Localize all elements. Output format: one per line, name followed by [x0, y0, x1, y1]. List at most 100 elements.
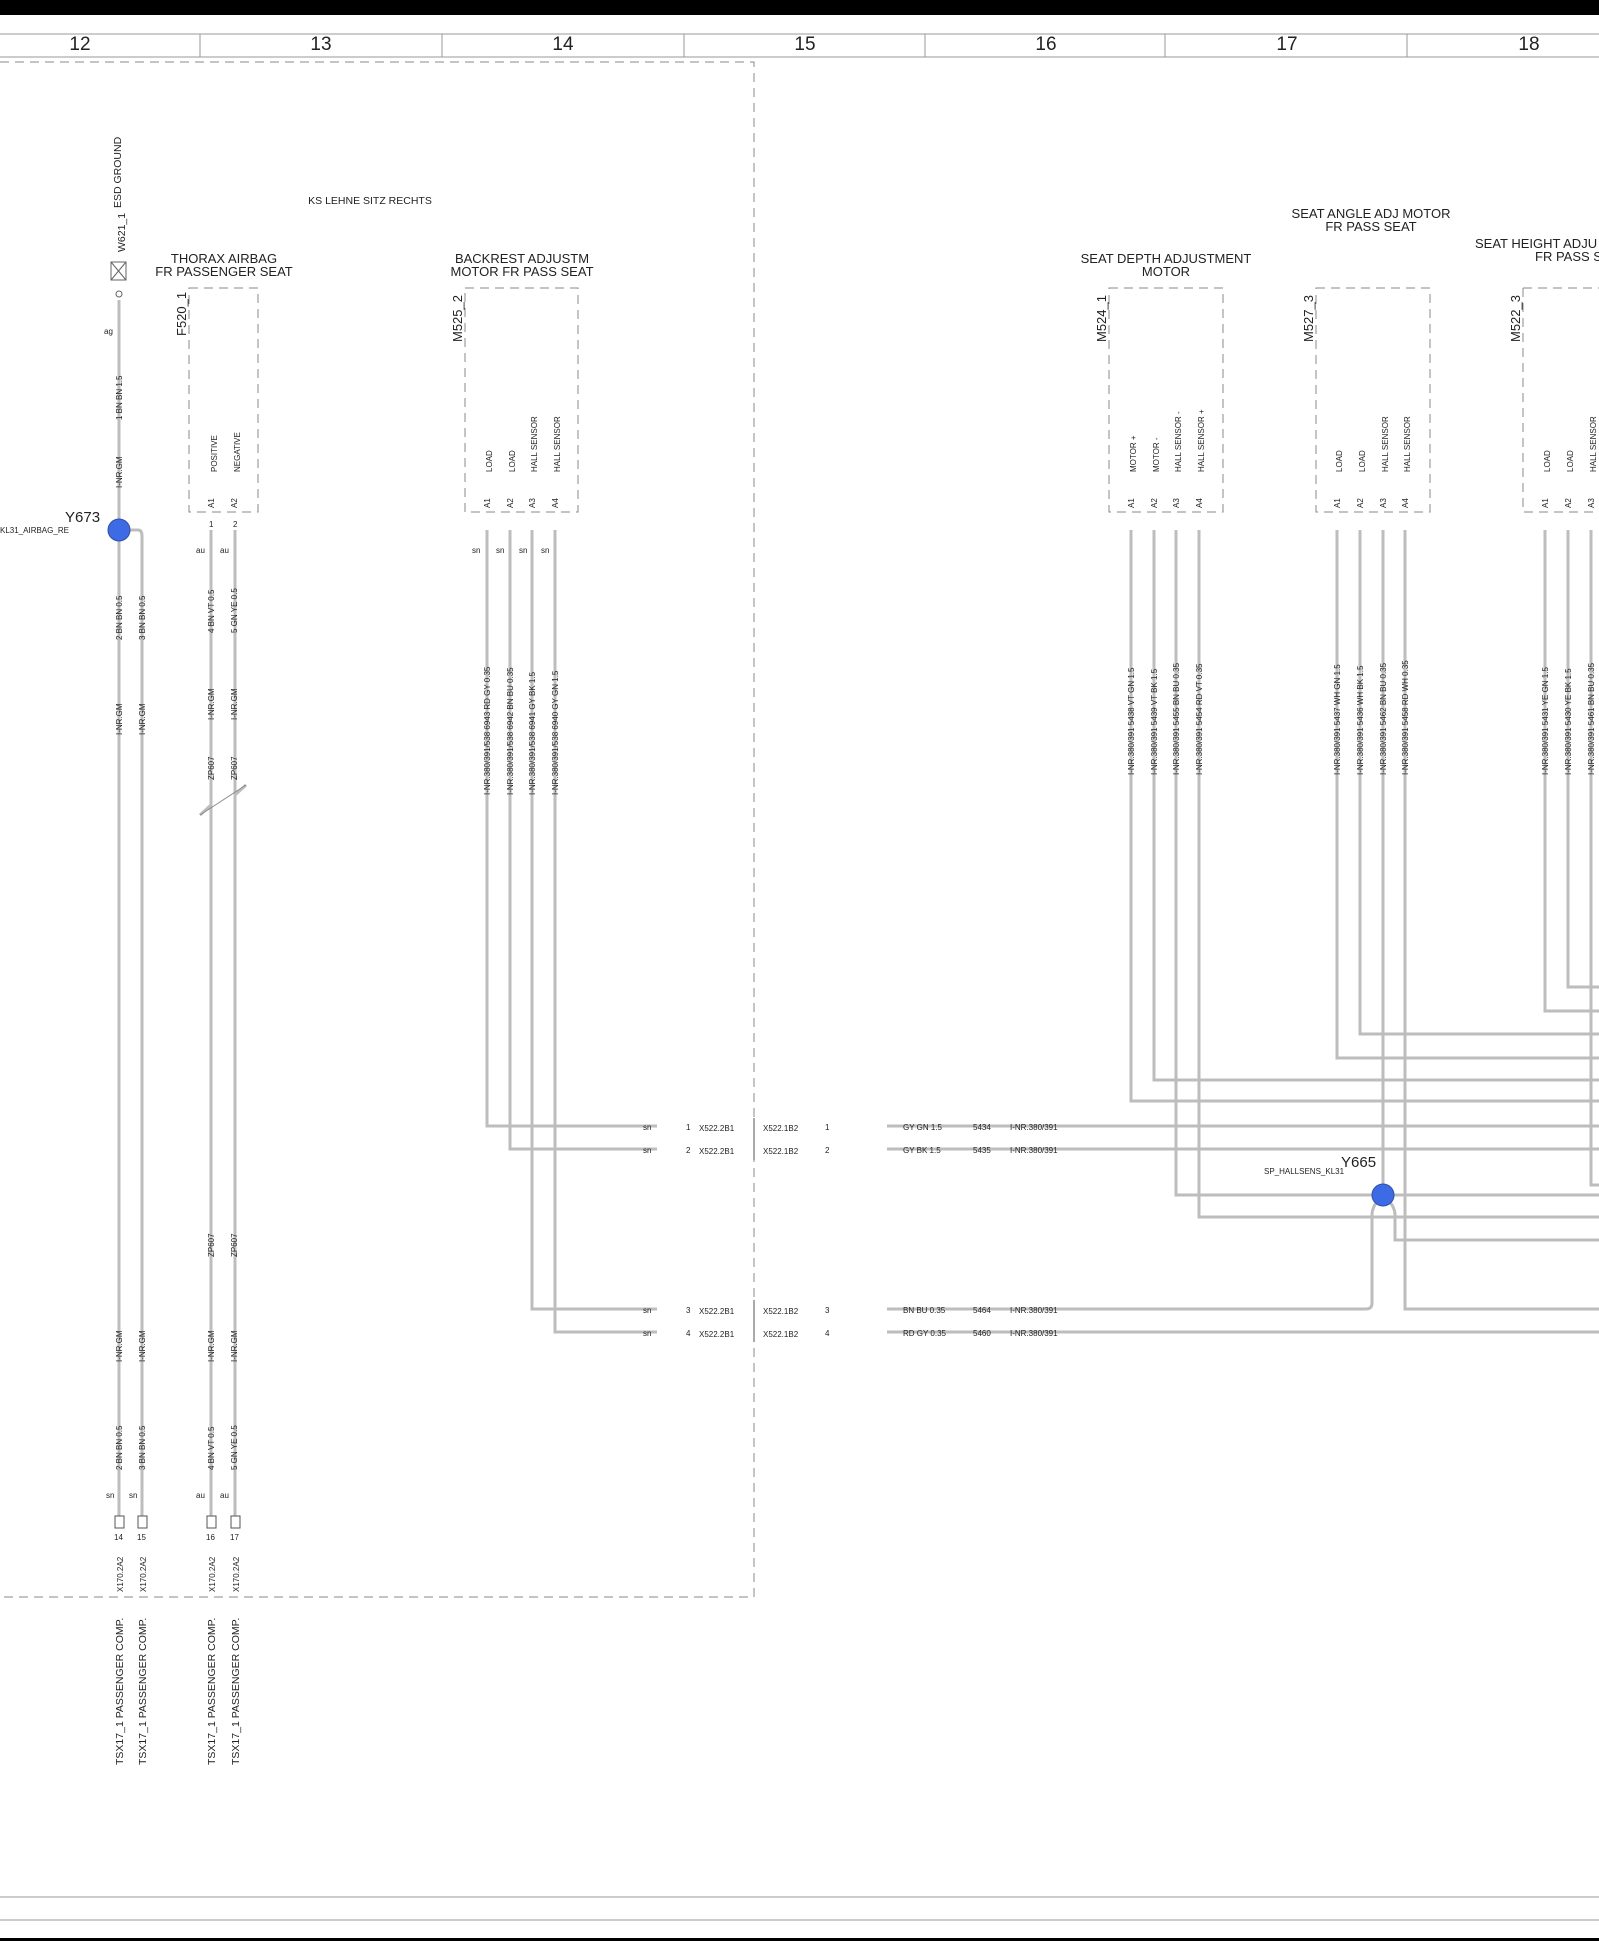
pin-function: HALL SENSOR: [553, 416, 562, 472]
wire-label: I-NR.380/391 5436 WH BK 1.5: [1356, 665, 1365, 775]
twist-label: ZP607: [230, 756, 239, 780]
pin-plating: au: [220, 1491, 229, 1500]
pin-plating: au: [196, 546, 205, 555]
component-title: SEAT ANGLE ADJ MOTOR: [1292, 206, 1451, 221]
wire-label: BN BU 0.35: [903, 1306, 946, 1315]
destination-label: TSX17_1 PASSENGER COMP.: [114, 1618, 126, 1765]
pin-plating: au: [196, 1491, 205, 1500]
connector-row[interactable]: sn 1 X522.2B1 X522.1B2 1 GY GN 1.5 5434 …: [643, 1123, 1058, 1133]
wire-number: 5434: [973, 1123, 991, 1132]
column-number: 17: [1276, 34, 1297, 55]
wire-label: I-NR.380/391/538 6940 GY GN 1.5: [551, 670, 560, 795]
wire-label: I-NR.380/391/538 6941 GY BK 1.5: [528, 671, 537, 795]
pin-function: MOTOR +: [1129, 435, 1138, 472]
connector-row[interactable]: sn 4 X522.2B1 X522.1B2 4 RD GY 0.35 5460…: [643, 1329, 1058, 1339]
wire-number: 5460: [973, 1329, 991, 1338]
connector-id: X170.2A2: [116, 1556, 125, 1592]
wire-label: I-NR.380/391 5458 RD WH 0.35: [1401, 660, 1410, 775]
wire-label: 4 BN VT 0.5: [207, 1426, 216, 1470]
destination-label: TSX17_1 PASSENGER COMP.: [206, 1618, 218, 1765]
pin-plating: au: [220, 546, 229, 555]
connector-row[interactable]: sn 2 X522.2B1 X522.1B2 2 GY BK 1.5 5435 …: [643, 1146, 1058, 1156]
wires: [117, 300, 1599, 1520]
pin-id: A3: [1172, 498, 1181, 508]
wire-nr: I-NR.380/391: [1010, 1146, 1058, 1155]
component-thorax-airbag[interactable]: THORAX AIRBAG FR PASSENGER SEAT F520_1 P…: [155, 251, 293, 555]
connector-left: X522.2B1: [699, 1307, 735, 1316]
wire-label: I-NR.380/391/538 6943 RD GY 0.35: [483, 666, 492, 795]
column-number: 12: [69, 34, 90, 55]
pin-plating: sn: [643, 1306, 651, 1315]
component-title: FR PASSENGER SEAT: [155, 264, 293, 279]
pin-id: A3: [528, 498, 537, 508]
wire-label: 2 BN BN 0.5: [115, 595, 124, 640]
pin-id: A2: [506, 498, 515, 508]
component-backrest-motor[interactable]: BACKREST ADJUSTM MOTOR FR PASS SEAT M525…: [450, 251, 594, 555]
connector-row[interactable]: sn 3 X522.2B1 X522.1B2 3 BN BU 0.35 5464…: [643, 1306, 1058, 1316]
connector-left: X522.2B1: [699, 1147, 735, 1156]
pin-function: HALL SENSOR +: [1197, 409, 1206, 472]
component-title: THORAX AIRBAG: [171, 251, 277, 266]
esd-label: ESD GROUND: [112, 136, 124, 208]
wire-label: I-NR.GM: [230, 688, 239, 720]
splice-y673[interactable]: [107, 518, 131, 542]
esd-ground: ESD GROUND W621_1 ag 1 BN BN 1.5 I-NR.GM: [104, 136, 128, 488]
pin-id: A1: [1127, 498, 1136, 508]
component-title: SEAT HEIGHT ADJU: [1475, 236, 1597, 251]
bottom-connectors: [114, 1515, 241, 1529]
wire-label: I-NR.GM: [207, 688, 216, 720]
wire-label: I-NR.GM: [207, 1330, 216, 1362]
component-seat-depth-motor[interactable]: SEAT DEPTH ADJUSTMENT MOTOR M524_1 MOTOR…: [1081, 251, 1252, 513]
region-boundary: [0, 61, 755, 1598]
pin-number: 15: [137, 1533, 146, 1542]
connector-id: X170.2A2: [208, 1556, 217, 1592]
pin-number: 4: [825, 1329, 830, 1338]
splice-y665[interactable]: [1371, 1183, 1395, 1207]
component-ref: M527_3: [1301, 295, 1316, 342]
connector-left: X522.2B1: [699, 1124, 735, 1133]
splice-id: Y665: [1341, 1154, 1376, 1171]
wire-label: 2 BN BN 0.5: [115, 1425, 124, 1470]
destination-label: TSX17_1 PASSENGER COMP.: [230, 1618, 242, 1765]
pin-function: LOAD: [508, 450, 517, 472]
twist-label: ZP607: [207, 756, 216, 780]
pin-plating: sn: [643, 1123, 651, 1132]
esd-ag: ag: [104, 327, 113, 336]
pin-id: A2: [1356, 498, 1365, 508]
column-number: 15: [794, 34, 815, 55]
wire-label: I-NR.GM: [115, 703, 124, 735]
connector-right: X522.1B2: [763, 1124, 799, 1133]
connector-left: X522.2B1: [699, 1330, 735, 1339]
pin-function: HALL SENSOR: [1381, 416, 1390, 472]
pin-plating: sn: [643, 1146, 651, 1155]
pin-plating: sn: [129, 1491, 137, 1500]
pin-id: A2: [230, 498, 239, 508]
pin-number: 3: [686, 1306, 691, 1315]
wire-number: 5464: [973, 1306, 991, 1315]
component-ref: F520_1: [174, 292, 189, 336]
wire-label: 3 BN BN 0.5: [138, 1425, 147, 1470]
pin-number: 1: [209, 520, 214, 529]
splice-name: KL31_AIRBAG_RE: [0, 526, 69, 535]
pin-function: LOAD: [1566, 450, 1575, 472]
component-seat-angle-motor[interactable]: SEAT ANGLE ADJ MOTOR FR PASS SEAT M527_3…: [1292, 206, 1451, 513]
wire-label: I-NR.GM: [230, 1330, 239, 1362]
wire-label: I-NR.380/391/538 6942 BN BU 0.35: [506, 667, 515, 795]
pin-number: 14: [114, 1533, 123, 1542]
wire-label: I-NR.380/391 5461 BN BU 0.35: [1587, 662, 1596, 775]
wire-label: I-NR.380/391 5431 YE GN 1.5: [1541, 667, 1550, 775]
component-ref: M524_1: [1094, 295, 1109, 342]
splice-id: Y673: [65, 509, 100, 526]
pin-id: A1: [1541, 498, 1550, 508]
destination-label: TSX17_1 PASSENGER COMP.: [137, 1618, 149, 1765]
connector-right: X522.1B2: [763, 1330, 799, 1339]
pin-function: HALL SENSOR: [1589, 416, 1598, 472]
pin-plating: sn: [496, 546, 504, 555]
ruler-dividers: [199, 34, 1408, 57]
wire-label: I-NR.GM: [115, 1330, 124, 1362]
wire-label: I-NR.380/391 5430 YE BK 1.5: [1564, 668, 1573, 775]
pin-id: A2: [1564, 498, 1573, 508]
region-label: KS LEHNE SITZ RECHTS: [308, 195, 432, 207]
component-seat-height-motor[interactable]: SEAT HEIGHT ADJU FR PASS S M522_3 LOAD L…: [1475, 236, 1599, 513]
